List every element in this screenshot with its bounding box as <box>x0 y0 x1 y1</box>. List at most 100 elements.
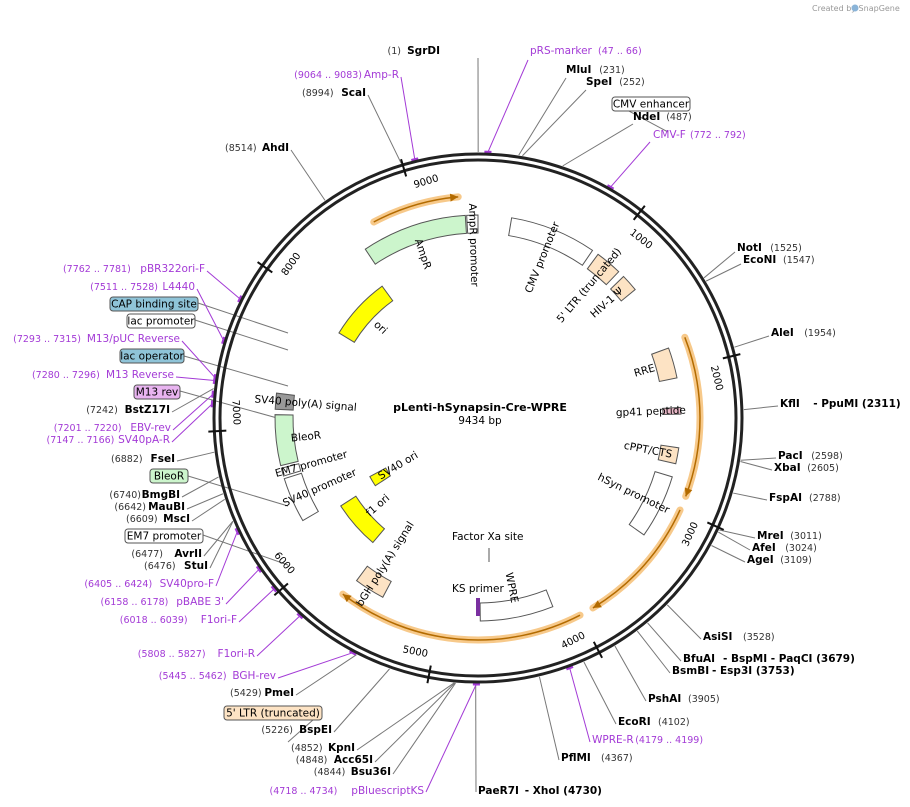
leader-line <box>705 263 742 282</box>
backbone-inner <box>218 158 738 678</box>
site-name: PmeI <box>264 687 294 699</box>
backbone-outer <box>212 152 744 684</box>
site-name: MauBI <box>148 501 185 513</box>
leader-line <box>740 457 777 461</box>
leader-line <box>187 475 289 507</box>
leader-line <box>743 405 779 411</box>
site-name: F1ori-F <box>201 614 237 626</box>
site-name: F1ori-R <box>218 648 255 660</box>
tick-label: 8000 <box>280 251 304 278</box>
leader-line <box>614 645 647 702</box>
site-position: (252) <box>619 77 645 88</box>
feature-tag-box <box>124 528 204 544</box>
leader-line <box>333 668 390 733</box>
site-extra: - XhoI (4730) <box>525 785 602 797</box>
site-position: (4852) <box>291 743 323 754</box>
primer-mark <box>221 336 227 345</box>
cds-arcs <box>339 193 704 644</box>
leader-line <box>186 493 224 510</box>
leader-line <box>733 492 768 501</box>
leader-line <box>277 652 353 679</box>
leader-line <box>181 476 219 498</box>
leader-line <box>583 661 617 725</box>
feature-tag-label: lac promoter <box>127 316 195 328</box>
site-position: (1525) <box>770 243 802 254</box>
leader-line <box>718 531 751 551</box>
cds-arrowhead <box>592 600 602 608</box>
site-name: BfuAI <box>683 653 715 665</box>
leader-line <box>172 393 214 431</box>
site-name: MreI <box>757 530 784 542</box>
feature-label: ori <box>371 319 389 337</box>
feature-label: f1 ori <box>364 492 392 519</box>
leader-line <box>209 521 234 569</box>
site-position: (7280 .. 7296) <box>32 370 100 381</box>
leader-line <box>647 622 682 662</box>
site-position: (8514) <box>225 143 257 154</box>
site-position: (2605) <box>807 463 839 474</box>
feature-ori <box>338 285 394 344</box>
leader-line <box>181 340 216 379</box>
site-position: (7511 .. 7528) <box>90 282 158 293</box>
site-name: AvrII <box>174 548 202 560</box>
site-position: (7762 .. 7781) <box>63 264 131 275</box>
leader-line <box>374 682 456 763</box>
site-position: (4367) <box>601 753 633 764</box>
site-position: (8994) <box>302 88 334 99</box>
site-name: AleI <box>771 327 794 339</box>
site-position: (487) <box>666 112 692 123</box>
leader-line <box>256 615 301 657</box>
feature-tag-label: BleoR <box>154 471 184 483</box>
site-name: PacI <box>778 450 803 462</box>
leader-line <box>711 545 746 563</box>
feature-5-ltr-truncated- <box>586 253 620 286</box>
primer-mark <box>411 157 419 162</box>
site-position: (5226) <box>261 725 293 736</box>
site-name: FspAI <box>769 492 802 504</box>
site-name: M13/pUC Reverse <box>87 333 180 345</box>
site-name: NdeI <box>633 111 660 123</box>
site-position: (5429) <box>230 688 262 699</box>
feature-label: cPPT/CTS <box>623 440 674 461</box>
leader-line <box>569 667 591 743</box>
leader-line <box>609 141 651 188</box>
primer-mark <box>565 665 574 671</box>
leader-line <box>356 682 455 751</box>
leader-line <box>719 529 756 539</box>
site-name: pRS-marker <box>530 45 593 57</box>
site-position: (6882) <box>111 454 143 465</box>
site-name: MscI <box>163 513 190 525</box>
site-position: (1954) <box>804 328 836 339</box>
feature-rre <box>651 347 678 383</box>
primer-mark <box>348 649 357 656</box>
tick-label: 7000 <box>229 399 241 425</box>
site-position: (7242) <box>86 405 118 416</box>
site-position: (6018 .. 6039) <box>120 615 188 626</box>
site-name: KpnI <box>328 742 355 754</box>
site-name: pBR322ori-F <box>140 263 205 275</box>
site-name: pBluescriptKS <box>351 785 424 797</box>
site-name: MluI <box>566 64 591 76</box>
leader-line <box>538 676 560 761</box>
site-position: (3011) <box>790 531 822 542</box>
tick-label: 3000 <box>680 520 701 548</box>
site-name: Acc65I <box>334 754 373 766</box>
feature-tag-label: M13 rev <box>136 387 179 399</box>
site-name: SgrDI <box>407 45 440 57</box>
site-position: (5808 .. 5827) <box>138 649 206 660</box>
leader-line <box>196 288 225 341</box>
leader-line <box>202 534 289 566</box>
site-name: EcoRI <box>618 716 651 728</box>
tick-label: 2000 <box>708 365 725 392</box>
feature-tag-box <box>611 96 691 112</box>
site-position: (6642) <box>114 502 146 513</box>
leader-line <box>522 89 587 157</box>
leader-line <box>197 302 289 334</box>
site-name: BsmBI <box>672 665 709 677</box>
feature-label: HIV-1 Ψ <box>588 285 626 320</box>
site-position: (4179 .. 4199) <box>635 735 703 746</box>
feature-label: AmpR <box>412 237 433 271</box>
site-name: XbaI <box>774 462 801 474</box>
